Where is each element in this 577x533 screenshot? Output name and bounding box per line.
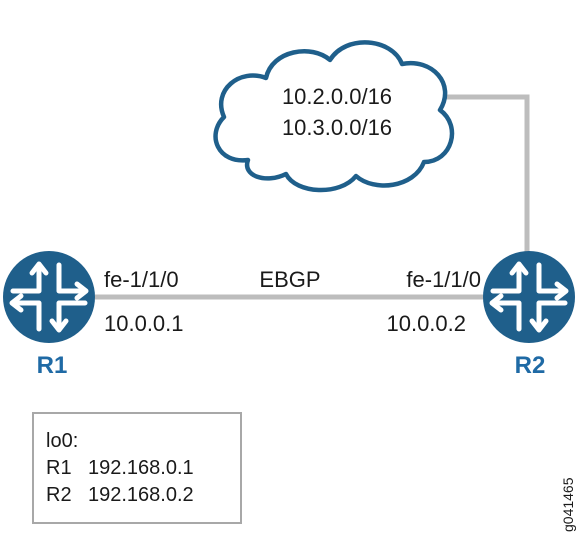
r2-address: 10.0.0.2: [386, 311, 466, 336]
figure-id: g041465: [560, 477, 576, 532]
network-cloud: [213, 40, 455, 193]
legend-row-r2: R2 192.168.0.2: [46, 482, 240, 509]
r2-name: R2: [515, 352, 546, 379]
legend-router: R2: [46, 484, 72, 506]
link-label: EBGP: [259, 267, 320, 292]
legend-router: R1: [46, 457, 72, 479]
cloud-prefix-1: 10.2.0.0/16: [282, 84, 392, 109]
r2-interface: fe-1/1/0: [406, 267, 481, 292]
legend-row-r1: R1 192.168.0.1: [46, 455, 240, 482]
r1-interface: fe-1/1/0: [104, 267, 179, 292]
legend-title: lo0:: [46, 430, 79, 452]
r1-address: 10.0.0.1: [104, 311, 184, 336]
r2-router-icon: [483, 251, 575, 343]
legend-address: 192.168.0.2: [88, 484, 194, 506]
legend-address: 192.168.0.1: [88, 457, 194, 479]
r1-router-icon: [3, 251, 95, 343]
loopback-legend: lo0: R1 192.168.0.1 R2 192.168.0.2: [32, 412, 242, 524]
r1-name: R1: [37, 352, 68, 379]
cloud-prefix-2: 10.3.0.0/16: [282, 115, 392, 140]
cloud-uplink: [440, 94, 530, 262]
